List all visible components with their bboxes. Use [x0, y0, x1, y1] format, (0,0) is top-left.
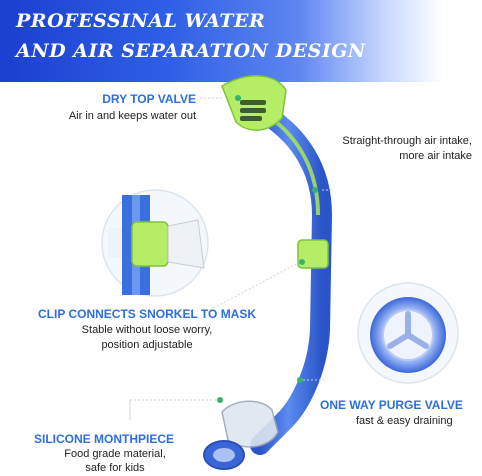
- dry-top-title: DRY TOP VALVE: [102, 92, 196, 106]
- clip-title: CLIP CONNECTS SNORKEL TO MASK: [38, 307, 257, 321]
- mouthpiece: [203, 400, 279, 470]
- banner-line-1: PROFESSINAL WATER: [16, 10, 266, 32]
- tube-clip: [297, 239, 329, 269]
- purge-valve-detail-circle: [357, 282, 459, 384]
- clip-detail-circle: [101, 189, 209, 297]
- mouthpiece-desc-line1: Food grade material,: [64, 448, 166, 460]
- clip-desc-line2: position adjustable: [101, 339, 193, 351]
- dry-top-valve: [221, 75, 287, 131]
- clip-desc-line1: Stable without loose worry,: [81, 324, 213, 336]
- purge-title: ONE WAY PURGE VALVE: [320, 398, 463, 412]
- purge-desc: fast & easy draining: [356, 415, 453, 427]
- airway-desc-line2: more air intake: [399, 150, 472, 162]
- airway-desc-line1: Straight-through air intake,: [342, 135, 472, 147]
- banner-line-2: AND AIR SEPARATION DESIGN: [16, 40, 366, 62]
- mouthpiece-desc-line2: safe for kids: [85, 462, 145, 474]
- dry-top-desc: Air in and keeps water out: [68, 110, 196, 122]
- mouthpiece-title: SILICONE MONTHPIECE: [34, 432, 175, 446]
- header-banner: PROFESSINAL WATER AND AIR SEPARATION DES…: [0, 0, 482, 82]
